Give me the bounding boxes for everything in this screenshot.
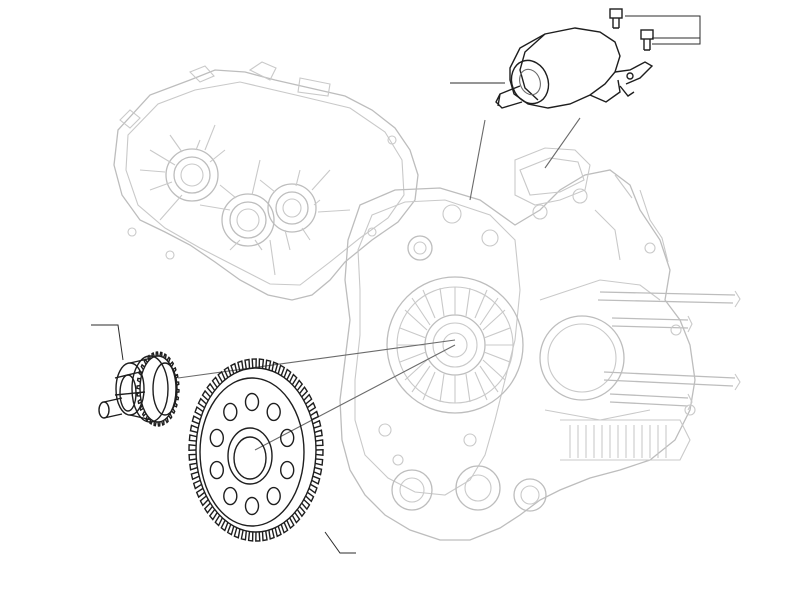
gear-lightening-hole bbox=[266, 486, 281, 506]
gear-lightening-hole bbox=[244, 496, 260, 516]
starter-bolt-icon bbox=[640, 29, 654, 51]
gear-lightening-hole bbox=[266, 402, 281, 422]
starter-driven-gear-icon bbox=[188, 358, 324, 542]
engine-crankcase-icon bbox=[113, 61, 741, 541]
gear-lightening-hole bbox=[223, 486, 238, 506]
gear-lightening-hole bbox=[209, 428, 225, 448]
starter-bolt-icon bbox=[609, 8, 623, 29]
gear-teeth bbox=[188, 358, 324, 542]
crankcase-half bbox=[339, 147, 741, 541]
gear-teeth bbox=[136, 351, 180, 427]
alignment-axis-lines bbox=[177, 117, 581, 451]
transmission-cover bbox=[113, 61, 419, 301]
intermediate-gear-icon bbox=[98, 351, 180, 427]
starter-motor-icon bbox=[495, 27, 654, 109]
callout-leader-lines bbox=[91, 15, 701, 554]
gear-lightening-hole bbox=[280, 428, 295, 448]
gear-lightening-hole bbox=[280, 460, 295, 480]
gear-lightening-hole bbox=[244, 392, 260, 412]
gear-lightening-hole bbox=[209, 460, 225, 480]
gear-lightening-hole bbox=[223, 402, 238, 422]
